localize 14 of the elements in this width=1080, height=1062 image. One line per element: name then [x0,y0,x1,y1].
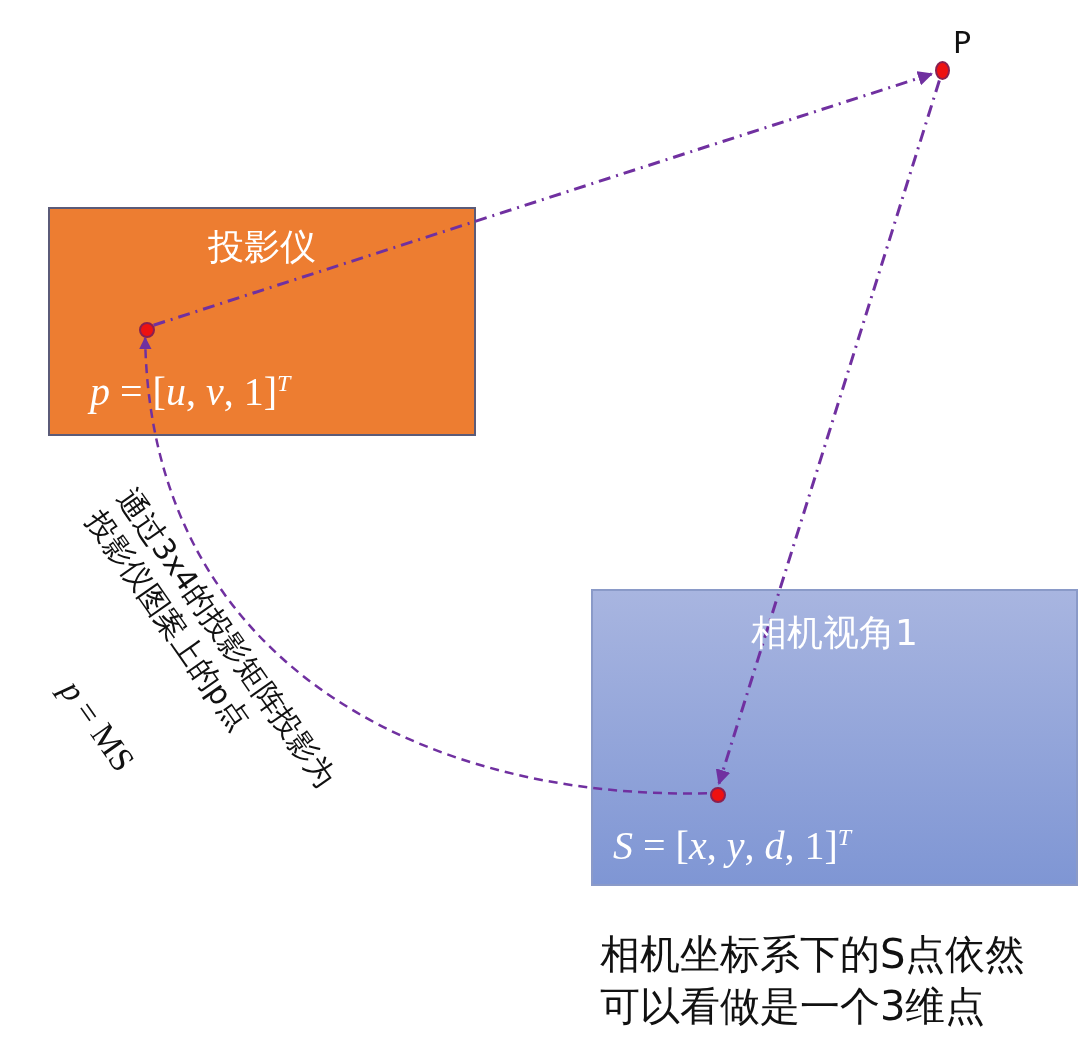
note-text: 相机坐标系下的S点依然可以看做是一个3维点 [600,930,1027,1031]
box-title: 相机视角1 [750,611,919,655]
formula: S = [x, y, d, 1]$^{T}$ [613,822,852,871]
box-title: 投影仪 [207,225,317,269]
connector-arrow [139,336,708,795]
device-box [591,589,1078,886]
device-box [48,207,476,436]
point-marker [935,61,950,80]
connector-arrow [153,71,933,327]
point-marker [139,322,155,338]
rotated-formula: p = MS [51,671,144,780]
point-marker [710,787,726,803]
connector-arrow [715,80,941,785]
point-label: P [953,26,972,60]
